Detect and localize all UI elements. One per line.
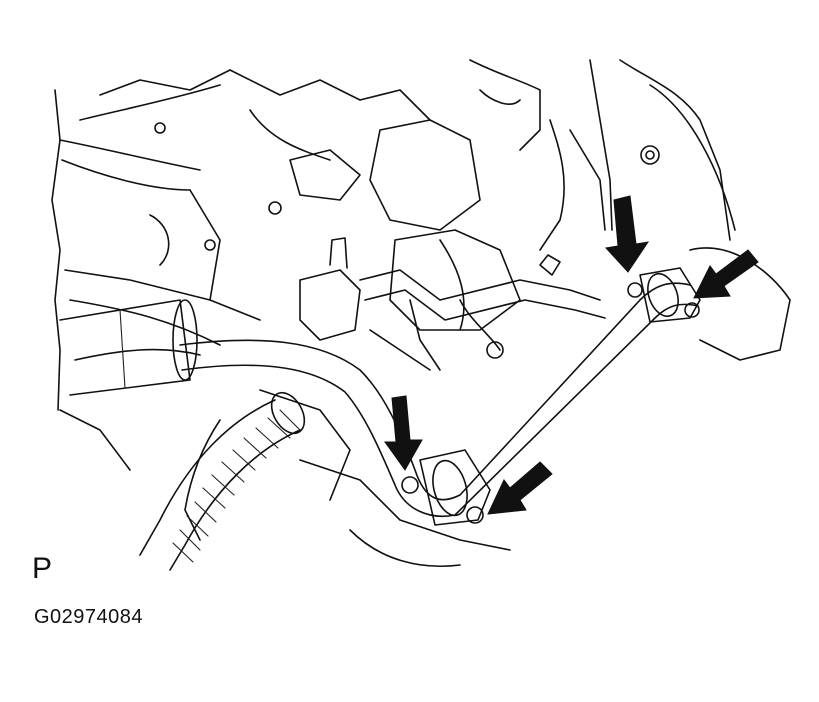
view-letter: P	[32, 552, 53, 585]
bolt-arrows	[384, 195, 759, 515]
figure-code: G02974084	[34, 606, 144, 628]
arrow-icon	[605, 195, 650, 273]
arrow-icon	[384, 395, 423, 471]
steering-rack	[359, 254, 606, 371]
stabilizer-bar	[179, 267, 701, 526]
arrow-icon	[487, 461, 553, 515]
exhaust-pipe	[59, 299, 198, 396]
left-bushing	[401, 449, 491, 526]
engine-outline	[51, 59, 791, 568]
corrugated-hose	[139, 391, 306, 571]
right-bushing	[627, 267, 701, 323]
arrow-icon	[693, 249, 759, 299]
